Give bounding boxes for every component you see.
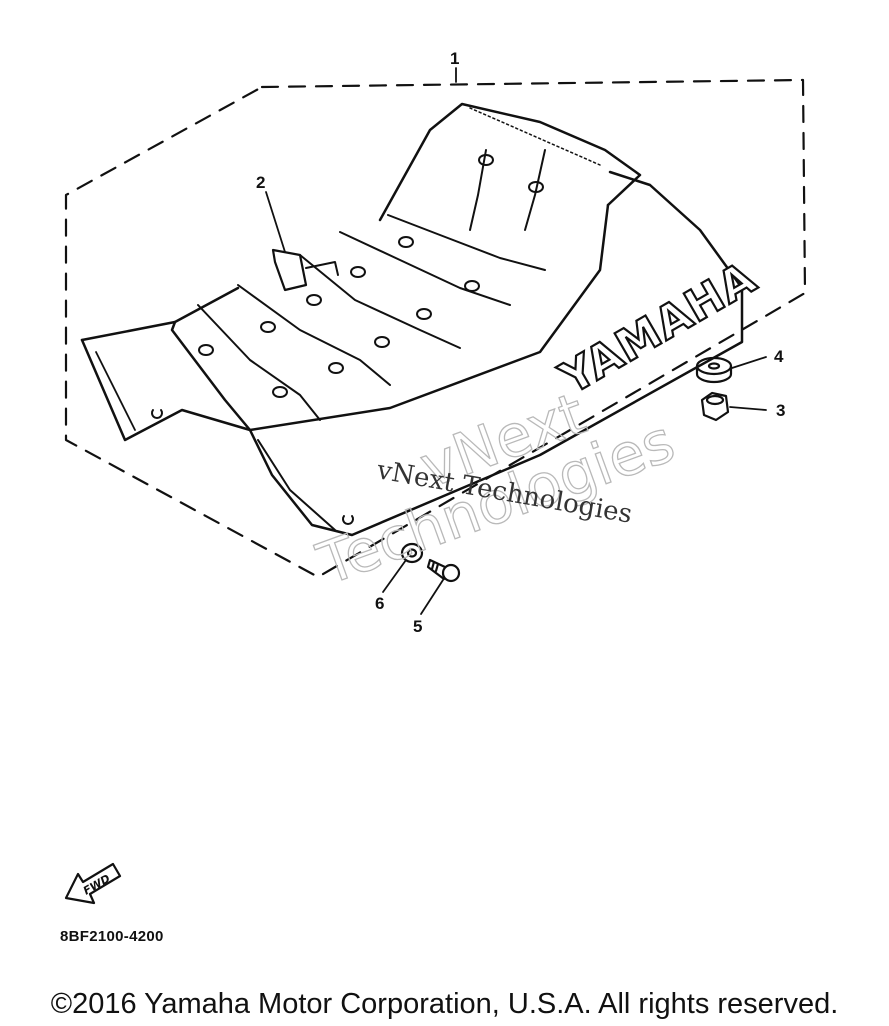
seat-backrest-seam bbox=[469, 149, 487, 231]
grommet-part bbox=[695, 356, 733, 384]
tuft-button bbox=[416, 308, 432, 320]
seat-backrest bbox=[378, 102, 642, 222]
collar-part bbox=[700, 391, 730, 422]
forward-arrow-label: FWD bbox=[81, 872, 112, 898]
tuft-button bbox=[350, 266, 366, 278]
seat-backrest-seam bbox=[524, 149, 546, 231]
seat-brand-label: YAMAHA bbox=[551, 252, 765, 405]
callout-3: 3 bbox=[776, 401, 785, 420]
seat-rib-seam bbox=[387, 214, 546, 271]
part-number: 8BF2100-4200 bbox=[60, 928, 164, 945]
mount-hole bbox=[342, 515, 354, 525]
leader-line-2 bbox=[265, 191, 286, 253]
seat-strap bbox=[271, 248, 308, 292]
tuft-button bbox=[374, 336, 390, 348]
leader-line-4 bbox=[731, 356, 767, 369]
seat-rib-seam bbox=[339, 231, 511, 306]
leader-line-6 bbox=[382, 559, 407, 593]
seat-rear-lip-top bbox=[80, 286, 240, 342]
forward-arrow-icon bbox=[64, 862, 122, 905]
seat-rear-lip-inner bbox=[95, 351, 136, 431]
seat-base bbox=[248, 170, 744, 537]
callout-2: 2 bbox=[256, 173, 265, 192]
seat-rib-seam bbox=[237, 284, 391, 386]
tuft-button bbox=[306, 294, 322, 306]
tuft-button bbox=[198, 344, 214, 356]
mount-hole bbox=[151, 409, 163, 419]
tuft-button bbox=[272, 386, 288, 398]
seat-rear-lip bbox=[80, 338, 252, 442]
seat-strap-base bbox=[305, 261, 339, 276]
leader-line-3 bbox=[729, 406, 767, 411]
assembly-boundary bbox=[64, 78, 807, 579]
callout-4: 4 bbox=[774, 347, 784, 366]
callout-1: 1 bbox=[450, 49, 459, 68]
seat-rib-seam bbox=[299, 254, 461, 349]
tuft-button bbox=[528, 181, 544, 193]
callout-5: 5 bbox=[413, 617, 422, 636]
tuft-button bbox=[328, 362, 344, 374]
copyright-notice: ©2016 Yamaha Motor Corporation, U.S.A. A… bbox=[50, 988, 839, 1020]
tuft-button bbox=[478, 154, 494, 166]
tuft-button bbox=[260, 321, 276, 333]
tuft-button bbox=[464, 280, 480, 292]
seat-backrest-stitching bbox=[469, 107, 601, 166]
bolt-part bbox=[426, 558, 461, 583]
seat-side-lower-edge bbox=[257, 439, 336, 531]
tuft-button bbox=[398, 236, 414, 248]
callout-6: 6 bbox=[375, 594, 384, 613]
leader-line-5 bbox=[420, 579, 444, 615]
washer-part bbox=[400, 542, 424, 564]
seat-rib-seam bbox=[197, 304, 321, 421]
